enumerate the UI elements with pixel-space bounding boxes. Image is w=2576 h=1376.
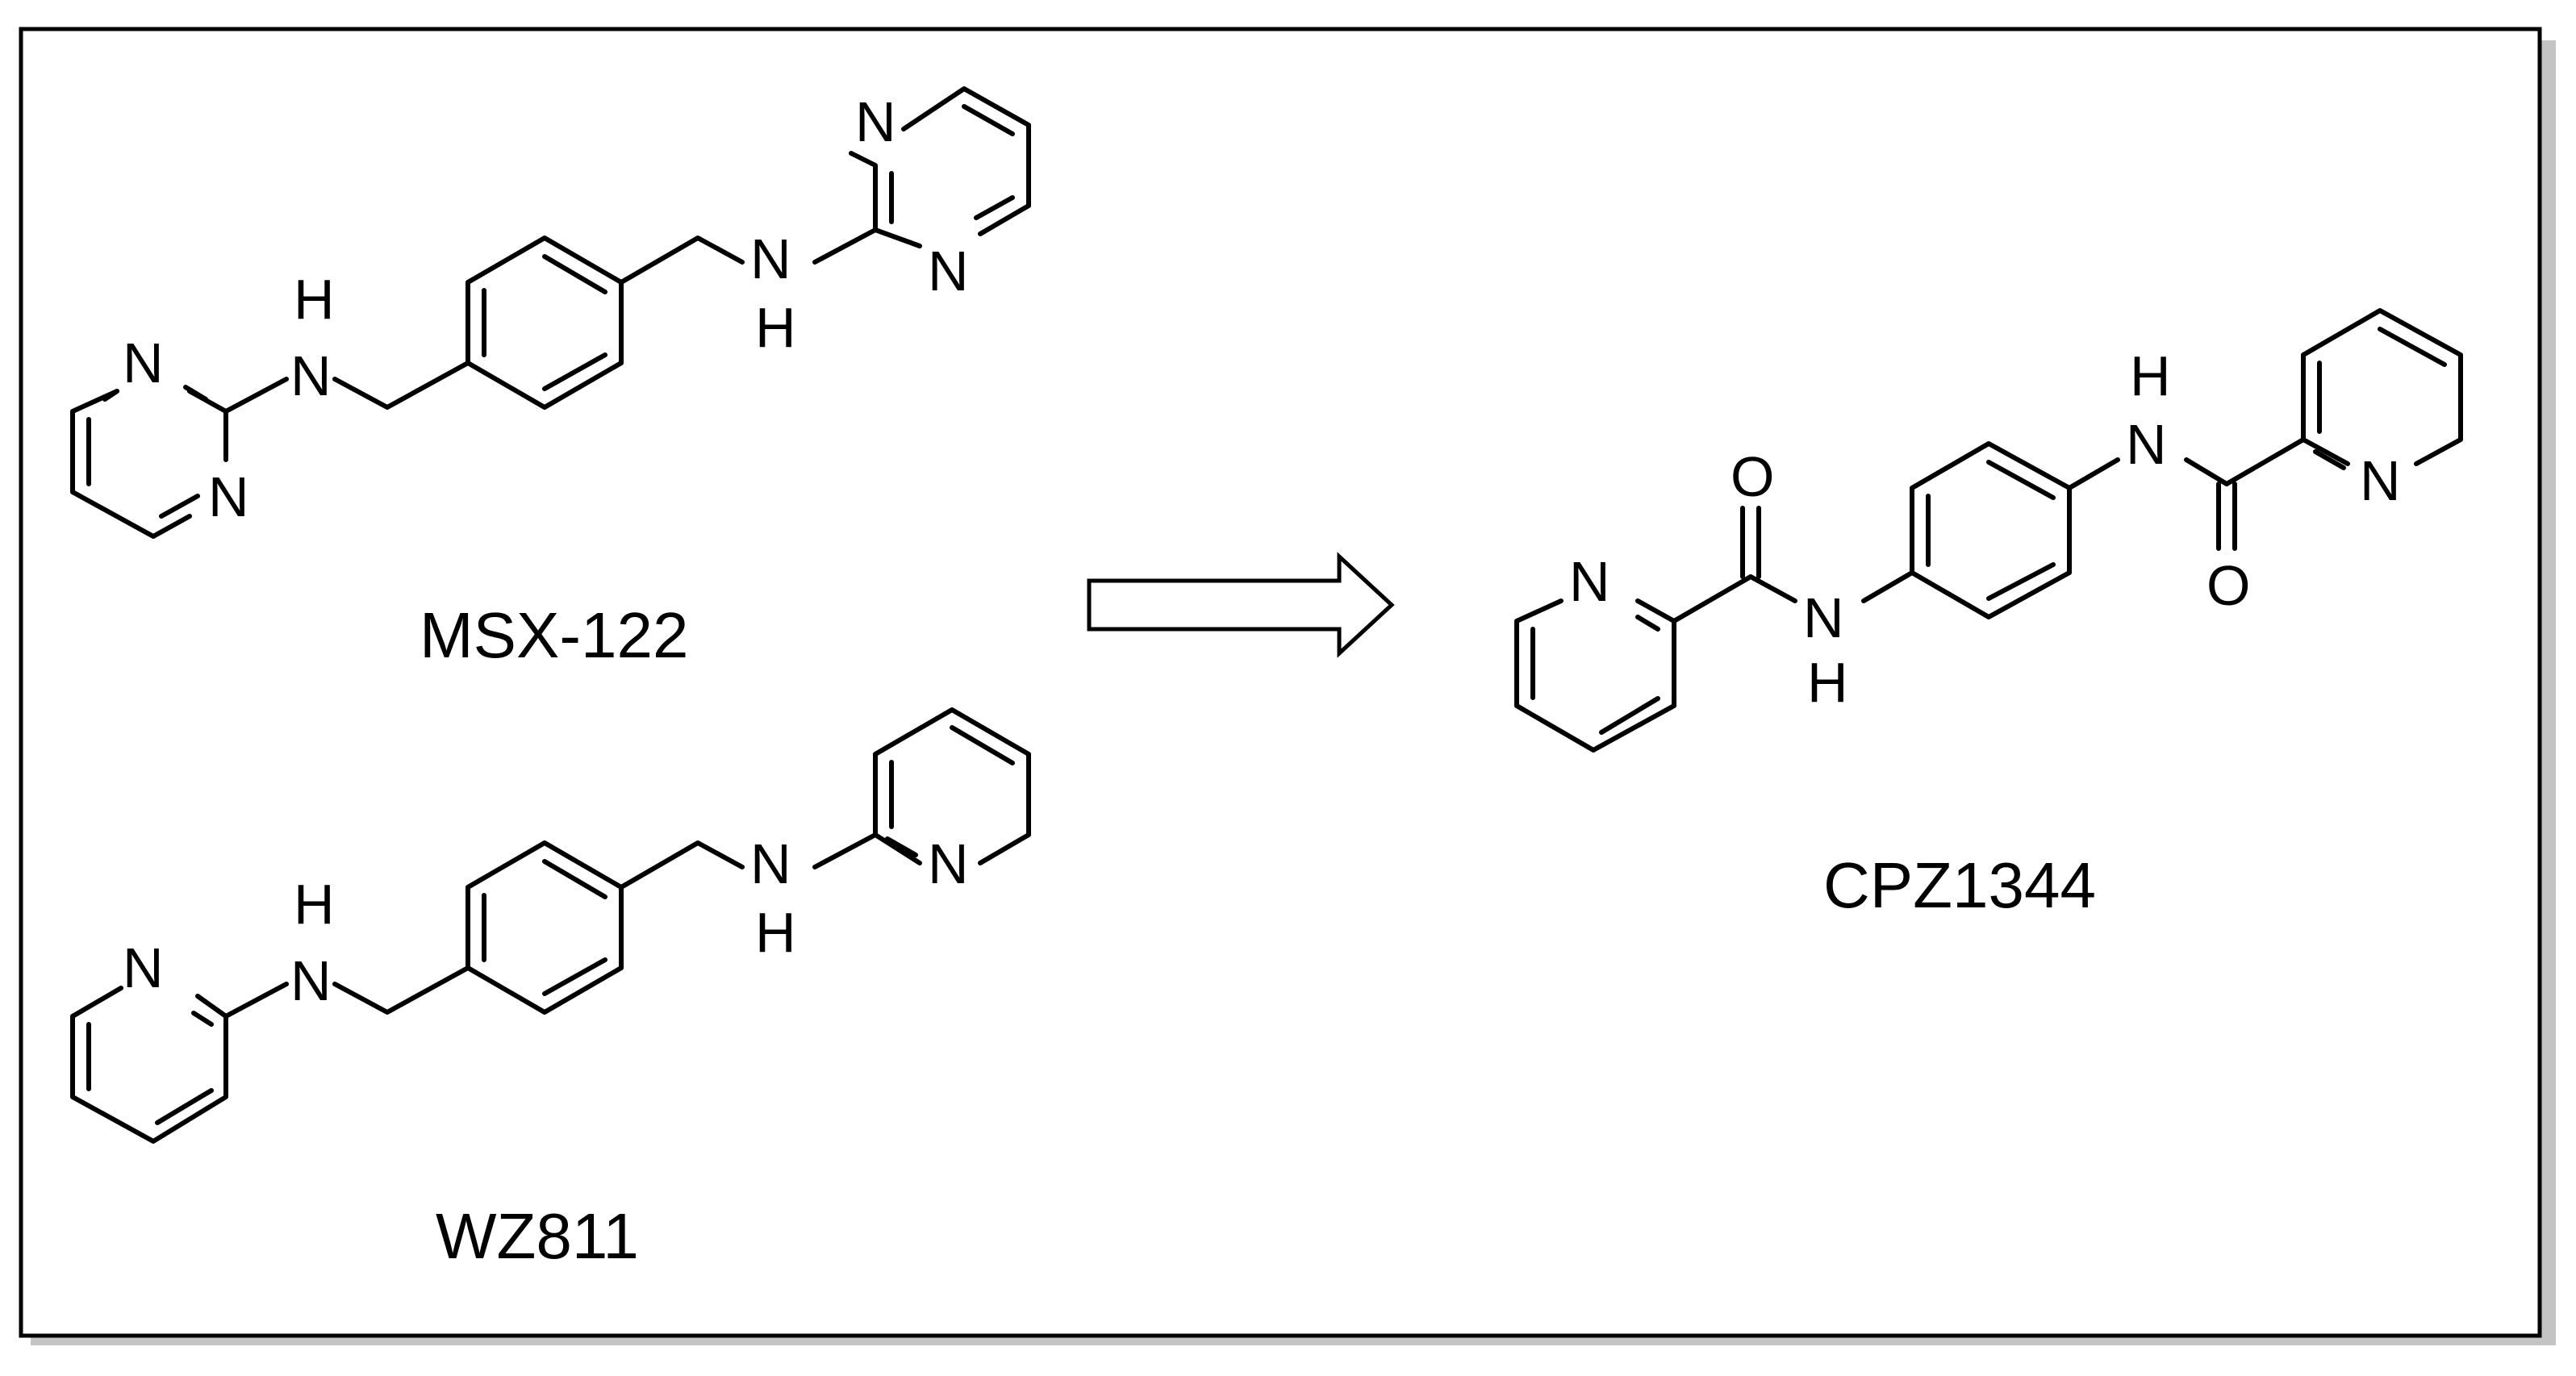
cpz-nh-right-n: N — [2126, 413, 2167, 476]
msx-n4: N — [928, 240, 969, 302]
cpz-nh-left-h: H — [1807, 651, 1848, 714]
cpz-n1: N — [1569, 550, 1610, 613]
msx-n3: N — [855, 90, 896, 153]
wz-nh-right-h: H — [755, 901, 796, 964]
structure-msx-122 — [70, 86, 1031, 539]
label-msx-122: MSX-122 — [420, 599, 688, 671]
wz-nh-left-h: H — [294, 873, 335, 936]
hollow-arrow — [1087, 552, 1395, 658]
frame — [19, 27, 2542, 1338]
msx-nh-right-n: N — [750, 227, 791, 290]
cpz-o2: O — [2207, 554, 2250, 617]
msx-nh-left-n: N — [290, 344, 332, 407]
cpz-nh-left-n: N — [1803, 586, 1844, 649]
wz-nh-right-n: N — [750, 832, 791, 895]
structure-cpz1344 — [1514, 308, 2463, 753]
wz-n1: N — [123, 936, 164, 999]
wz-n2: N — [928, 832, 969, 895]
msx-n1: N — [123, 331, 164, 394]
msx-nh-right-h: H — [755, 296, 796, 359]
msx-n2: N — [208, 465, 249, 528]
cpz-o1: O — [1731, 445, 1774, 508]
wz-nh-left-n: N — [290, 949, 332, 1012]
msx-nh-left-h: H — [294, 268, 335, 331]
label-cpz1344: CPZ1344 — [1823, 849, 2096, 921]
label-wz811: WZ811 — [436, 1200, 639, 1272]
cpz-nh-right-h: H — [2130, 344, 2171, 407]
cpz-n2: N — [2360, 449, 2401, 512]
structure-wz811 — [70, 707, 1031, 1144]
